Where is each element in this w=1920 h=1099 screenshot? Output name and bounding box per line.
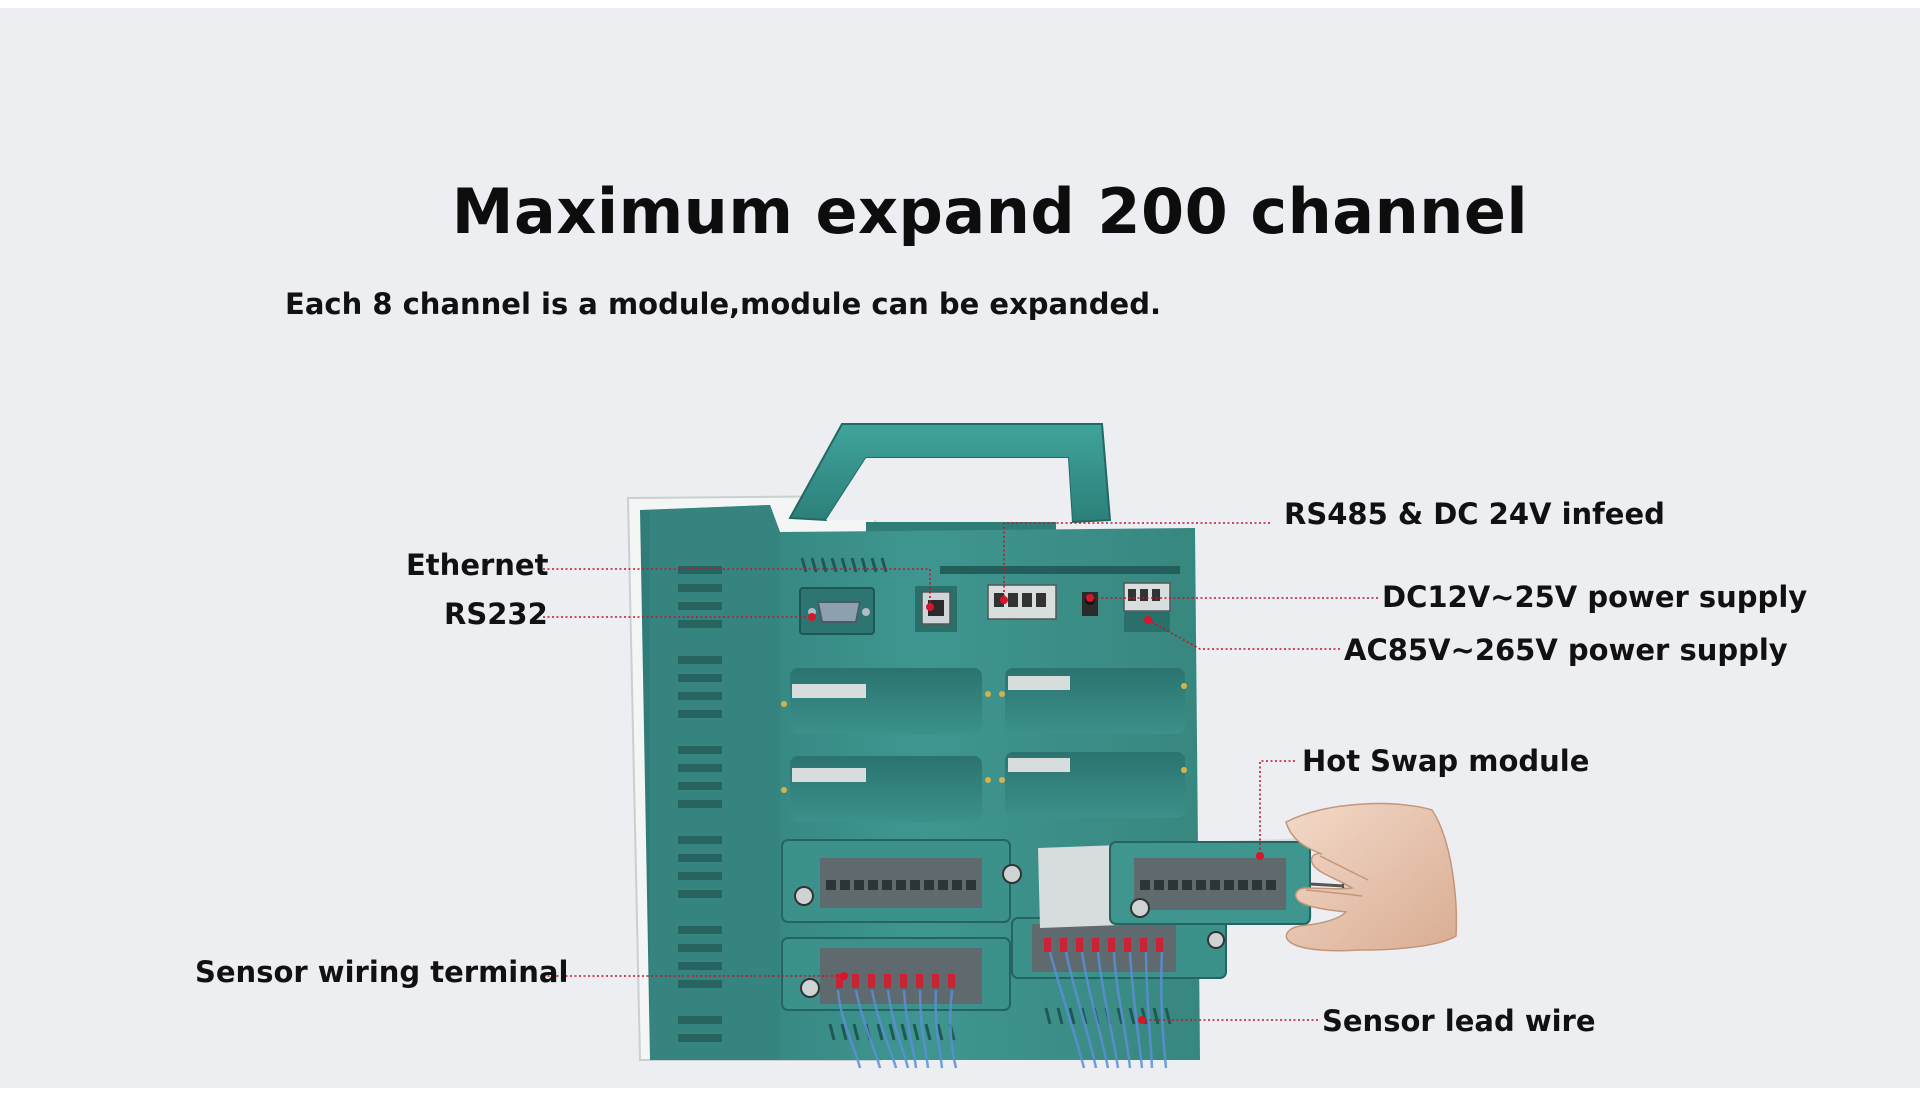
module-slots: [781, 668, 1187, 822]
callout-ac-power: AC85V~265V power supply: [1344, 633, 1788, 667]
callout-rs232: RS232: [444, 597, 548, 631]
page-subtitle: Each 8 channel is a module,module can be…: [285, 287, 1161, 321]
callout-hot-swap: Hot Swap module: [1302, 744, 1590, 778]
page-title: Maximum expand 200 channel: [451, 175, 1529, 248]
callout-ethernet: Ethernet: [406, 548, 549, 582]
sensor-wires: [836, 951, 1168, 1069]
callout-sensor-lead: Sensor lead wire: [1322, 1004, 1596, 1038]
callout-rs485: RS485 & DC 24V infeed: [1284, 497, 1665, 531]
hot-swap-module: [1038, 838, 1362, 928]
callout-leaders: [543, 522, 1378, 1024]
callout-sensor-terminal: Sensor wiring terminal: [195, 955, 569, 989]
callout-dc-power: DC12V~25V power supply: [1382, 580, 1808, 614]
hand-image: [1285, 802, 1458, 952]
